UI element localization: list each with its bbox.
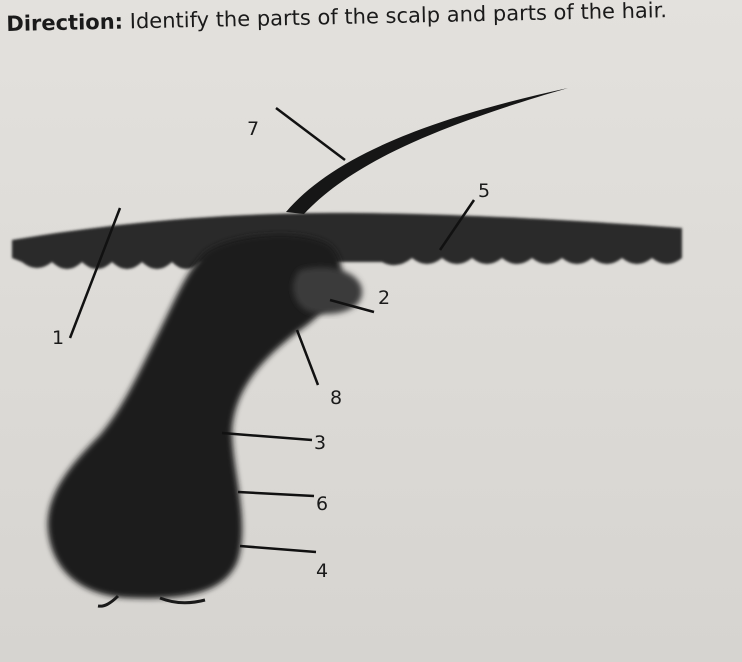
label-2: 2 [378, 287, 390, 309]
leader-line-8 [295, 329, 320, 386]
label-7: 7 [247, 118, 259, 140]
label-3: 3 [314, 432, 326, 454]
hair-follicle [47, 234, 342, 599]
scalp-skin-band [12, 212, 682, 269]
label-6: 6 [316, 493, 328, 515]
leader-line-2 [329, 298, 375, 314]
hair-shaft [286, 88, 568, 214]
papilla-tendrils [97, 594, 206, 608]
label-5: 5 [478, 180, 490, 202]
leader-line-5 [438, 199, 476, 251]
label-8: 8 [330, 387, 342, 409]
label-4: 4 [316, 560, 328, 582]
label-1: 1 [52, 327, 64, 349]
leader-line-4 [239, 544, 317, 554]
sebaceous-gland [293, 267, 363, 314]
leader-line-1 [68, 207, 122, 339]
leader-line-6 [237, 490, 315, 498]
leader-line-3 [221, 431, 313, 442]
leader-line-7 [275, 107, 346, 161]
